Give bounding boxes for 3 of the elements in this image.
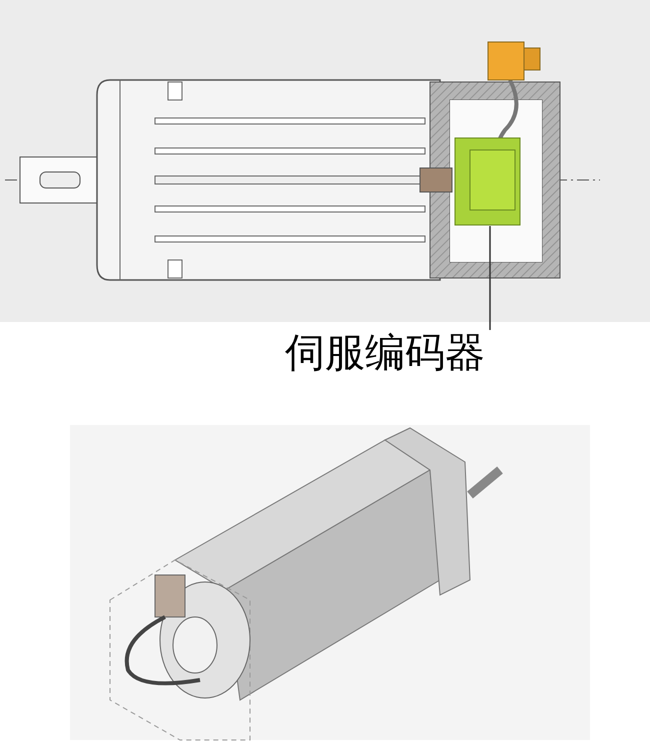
leader-line bbox=[489, 226, 491, 330]
part-label: 伺服编码器 bbox=[285, 330, 485, 376]
encoder bbox=[454, 138, 520, 226]
